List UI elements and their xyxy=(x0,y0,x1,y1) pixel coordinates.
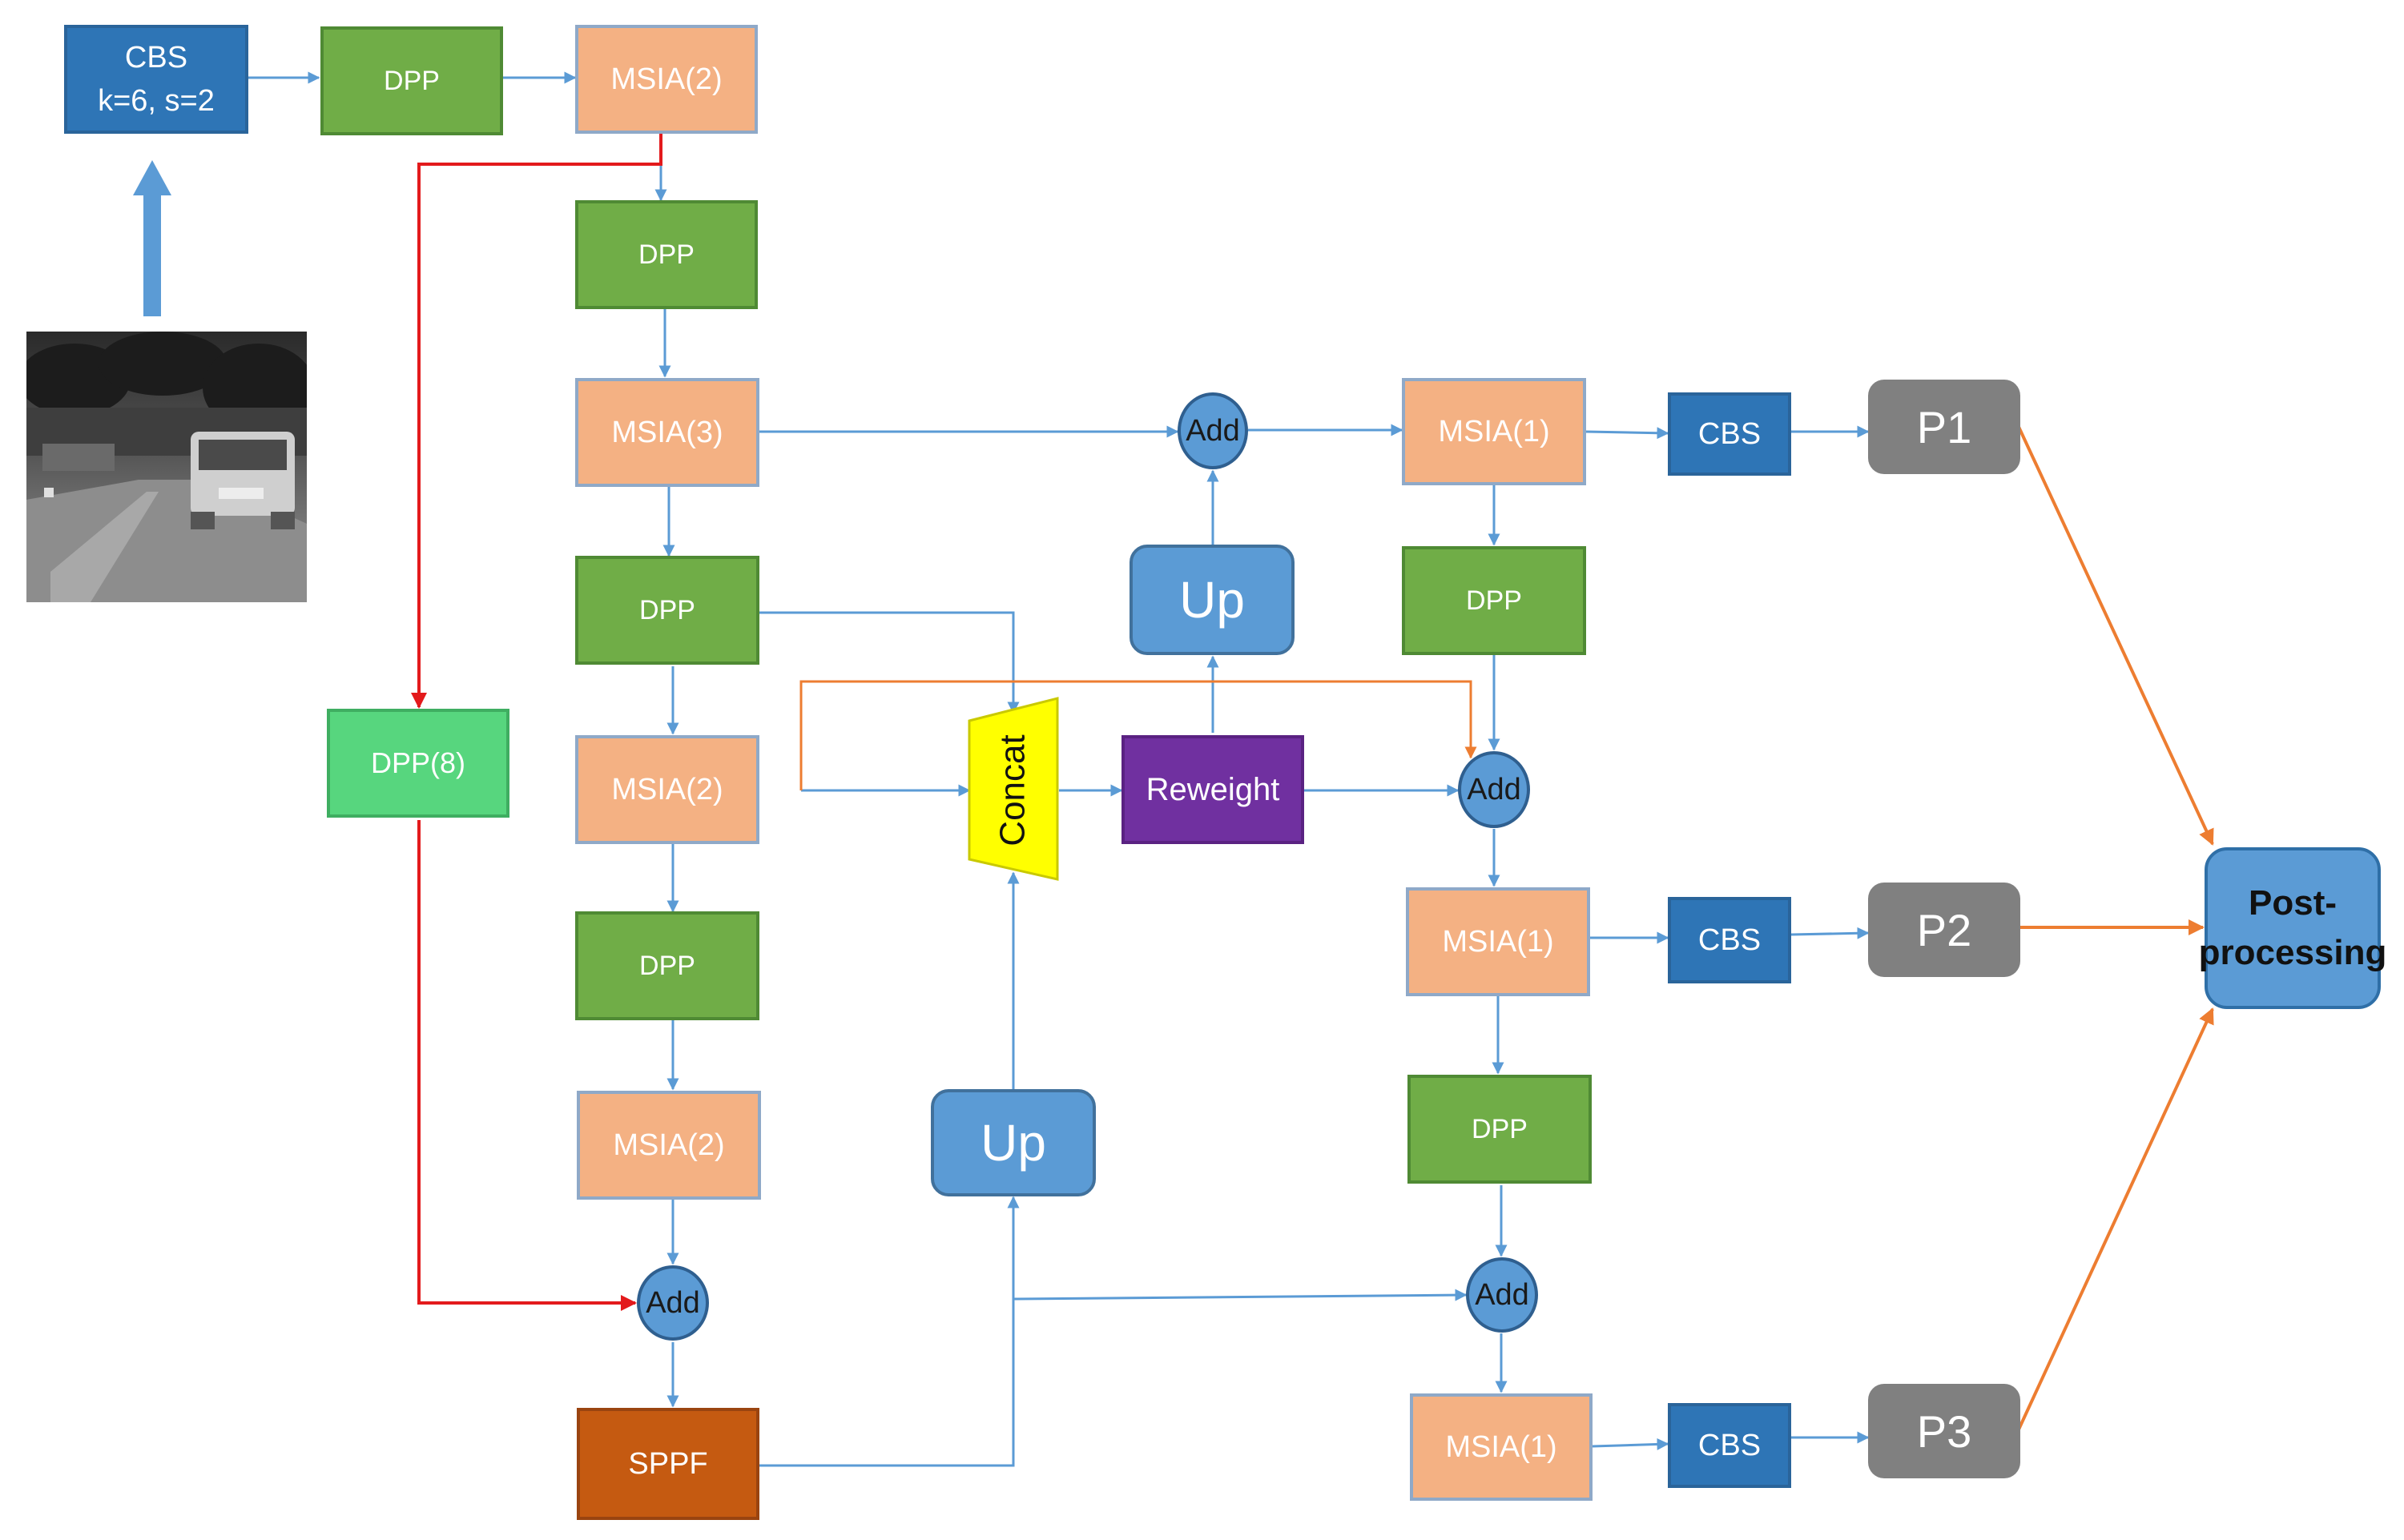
msia2-mid-box: MSIA(2) xyxy=(575,735,759,844)
p1-label: P1 xyxy=(1916,401,1972,452)
thermal-input-image xyxy=(26,332,307,602)
post-processing-label-line2: processing xyxy=(2198,933,2387,972)
cbs-stem-label: CBS xyxy=(124,41,188,74)
up-upper-label: Up xyxy=(1179,571,1245,629)
add-low-label: Add xyxy=(1475,1277,1529,1312)
msia2-top-box: MSIA(2) xyxy=(575,25,758,134)
msia2-low-label: MSIA(2) xyxy=(613,1128,725,1162)
wire-p1-to-post xyxy=(2017,426,2214,846)
dpp8-label: DPP(8) xyxy=(370,746,466,779)
dpp-backbone-3-label: DPP xyxy=(639,950,695,981)
add-mid-circle: Add xyxy=(1458,751,1530,828)
dpp-backbone-2-box: DPP xyxy=(575,556,759,665)
dpp-right-2-label: DPP xyxy=(1472,1113,1528,1144)
msia3-box: MSIA(3) xyxy=(575,378,759,487)
wire-dpp-to-concat xyxy=(759,611,1020,714)
up-upper-box: Up xyxy=(1130,545,1295,655)
orange-wires xyxy=(799,680,1477,790)
dpp-right-1-box: DPP xyxy=(1402,546,1586,655)
cbs-p1-box: CBS xyxy=(1668,392,1791,476)
concat-block: Concat xyxy=(969,698,1057,883)
add-bottom-label: Add xyxy=(646,1285,700,1320)
dpp-top-box: DPP xyxy=(320,26,503,135)
msia3-label: MSIA(3) xyxy=(611,415,723,449)
msia1-mid-box: MSIA(1) xyxy=(1406,887,1590,996)
dpp-right-1-label: DPP xyxy=(1466,585,1522,616)
cbs-p1-label: CBS xyxy=(1697,416,1762,451)
add-low-circle: Add xyxy=(1466,1257,1538,1333)
car-silhouette xyxy=(191,432,295,529)
msia1-mid-label: MSIA(1) xyxy=(1442,924,1554,959)
cbs-p3-label: CBS xyxy=(1697,1428,1762,1462)
p3-label: P3 xyxy=(1916,1405,1972,1457)
dpp-right-2-box: DPP xyxy=(1407,1075,1592,1184)
wire-msia1-to-cbs-p1 xyxy=(1585,427,1669,440)
reweight-label: Reweight xyxy=(1146,771,1280,807)
p3-box: P3 xyxy=(1868,1384,2020,1478)
post-processing-label-line1: Post- xyxy=(2249,883,2337,923)
msia2-low-box: MSIA(2) xyxy=(577,1091,761,1200)
dpp-backbone-2-label: DPP xyxy=(639,594,695,625)
input-arrow xyxy=(133,160,171,316)
add-bottom-circle: Add xyxy=(637,1265,709,1341)
up-lower-box: Up xyxy=(931,1089,1096,1196)
concat-shape xyxy=(968,697,1059,881)
add-top-label: Add xyxy=(1186,413,1240,448)
concat-label: Concat xyxy=(993,734,1033,846)
sppf-box: SPPF xyxy=(577,1408,759,1520)
dpp-top-label: DPP xyxy=(384,65,440,96)
msia1-top-label: MSIA(1) xyxy=(1438,414,1550,448)
dpp8-box: DPP(8) xyxy=(327,709,509,818)
cbs-p2-box: CBS xyxy=(1668,897,1791,983)
cbs-p2-label: CBS xyxy=(1697,923,1762,957)
dpp-backbone-1-box: DPP xyxy=(575,200,758,309)
wire-dpp8-to-add xyxy=(417,820,637,1311)
wire-sppf-to-add-low xyxy=(1013,1289,1468,1301)
cbs-p3-box: CBS xyxy=(1668,1403,1791,1488)
neck-wires xyxy=(759,424,1870,1467)
wire-msia1-to-cbs-p3 xyxy=(1592,1437,1669,1450)
p2-box: P2 xyxy=(1868,883,2020,977)
cbs-stem-box: CBS k=6, s=2 xyxy=(64,25,248,134)
wire-sppf-to-up xyxy=(759,1196,1020,1467)
post-processing-box: Post- processing xyxy=(2199,847,2386,1009)
wire-msia2-to-dpp8 xyxy=(411,133,662,709)
wire-p3-to-post xyxy=(2017,1007,2214,1430)
msia1-low-label: MSIA(1) xyxy=(1445,1429,1557,1464)
red-skip-wires xyxy=(411,133,662,1311)
msia1-low-box: MSIA(1) xyxy=(1410,1393,1593,1501)
backbone-wires xyxy=(248,71,679,1408)
msia2-top-label: MSIA(2) xyxy=(610,62,723,96)
reweight-box: Reweight xyxy=(1121,735,1304,844)
p2-label: P2 xyxy=(1916,904,1972,955)
wire-cbs-to-p2 xyxy=(1790,927,1870,939)
add-mid-label: Add xyxy=(1467,772,1521,806)
output-wires xyxy=(2017,426,2214,1430)
msia1-top-box: MSIA(1) xyxy=(1402,378,1586,485)
dpp-backbone-3-box: DPP xyxy=(575,911,759,1020)
add-top-circle: Add xyxy=(1178,392,1248,469)
cbs-stem-params: k=6, s=2 xyxy=(98,84,215,118)
p1-box: P1 xyxy=(1868,380,2020,474)
wire-msia2-to-add-mid-orange xyxy=(799,680,1477,790)
sppf-label: SPPF xyxy=(628,1446,708,1481)
msia2-mid-label: MSIA(2) xyxy=(611,772,723,806)
dpp-backbone-1-label: DPP xyxy=(638,239,695,270)
up-lower-label: Up xyxy=(981,1114,1046,1172)
